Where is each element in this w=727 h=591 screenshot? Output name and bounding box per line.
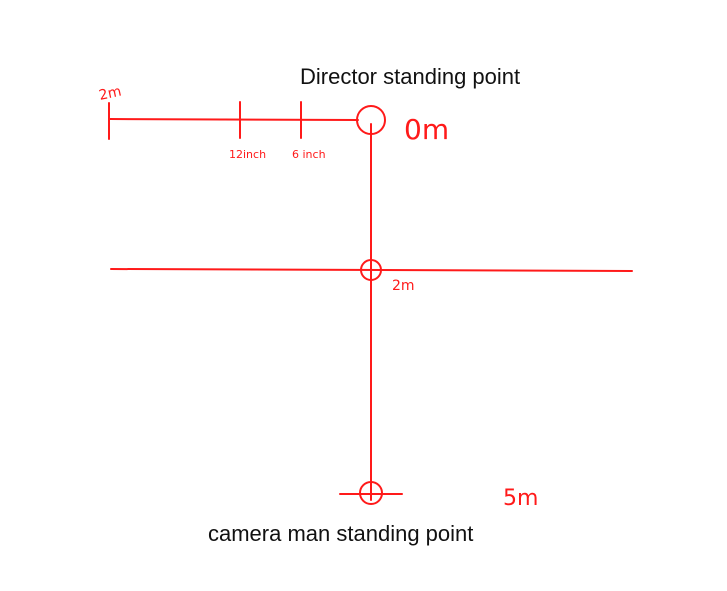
director-label: Director standing point: [300, 64, 520, 89]
mark-2m-top-left: 2m: [98, 84, 123, 104]
middle-horizontal-line: [110, 268, 633, 272]
camera-man-label: camera man standing point: [208, 521, 473, 546]
middle-point-circle: [360, 259, 382, 281]
mark-12-inch: 12inch: [229, 148, 266, 161]
director-left-line: [109, 118, 359, 121]
mark-6-inch: 6 inch: [292, 148, 326, 161]
mark-0m: 0m: [404, 113, 449, 146]
mark-2m-middle: 2m: [392, 278, 415, 294]
mark-5m: 5m: [503, 486, 538, 511]
